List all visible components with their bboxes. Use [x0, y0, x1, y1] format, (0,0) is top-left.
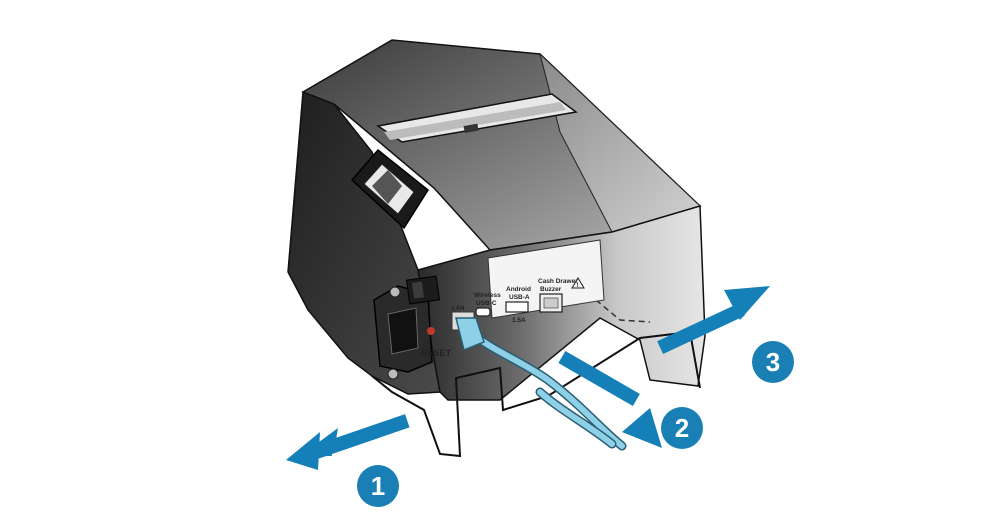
drawer-label: Cash Drawer: [538, 278, 578, 285]
arrow-1: [286, 414, 410, 470]
reset-label: RESET: [421, 348, 452, 358]
power-switch[interactable]: [405, 275, 441, 305]
printer-base-edge: [371, 330, 701, 458]
step-badge-2: 2: [661, 407, 703, 449]
lan-plug[interactable]: [455, 317, 485, 352]
warning-icon: !: [571, 277, 585, 289]
wireless-label: Wireless: [474, 292, 501, 299]
reset-button[interactable]: [427, 327, 435, 335]
power-inlet[interactable]: [373, 285, 433, 380]
paper-outlet: [376, 93, 578, 143]
arrow-2: [558, 350, 662, 448]
buzzer-label: Buzzer: [540, 286, 562, 293]
paper-cutter-mark: [463, 123, 479, 133]
usbc-label: USB-C: [476, 300, 497, 307]
usb-a-port[interactable]: [505, 301, 529, 313]
usb-c-port[interactable]: [475, 307, 491, 317]
cash-drawer-port[interactable]: [539, 293, 563, 313]
step-number-3: 3: [766, 347, 780, 377]
svg-text:!: !: [577, 283, 579, 289]
printer-body: [287, 39, 706, 458]
step-badge-3: 3: [752, 341, 794, 383]
android-label: Android: [506, 286, 531, 293]
step-badge-1: 1: [357, 465, 399, 507]
lan-label: LAN: [452, 306, 464, 312]
screw-icon: [387, 368, 399, 380]
cover-hidden-edge[interactable]: [595, 299, 651, 323]
side-switch-recess: [350, 148, 429, 230]
android-rating: 1.5A: [512, 317, 526, 324]
arrow-3: [657, 286, 770, 354]
usba-label: USB-A: [509, 294, 530, 301]
lan-cable[interactable]: [455, 317, 627, 451]
port-panel: [487, 239, 605, 319]
screw-icon: [389, 286, 401, 298]
step-number-2: 2: [675, 413, 689, 443]
step-number-1: 1: [371, 471, 385, 501]
